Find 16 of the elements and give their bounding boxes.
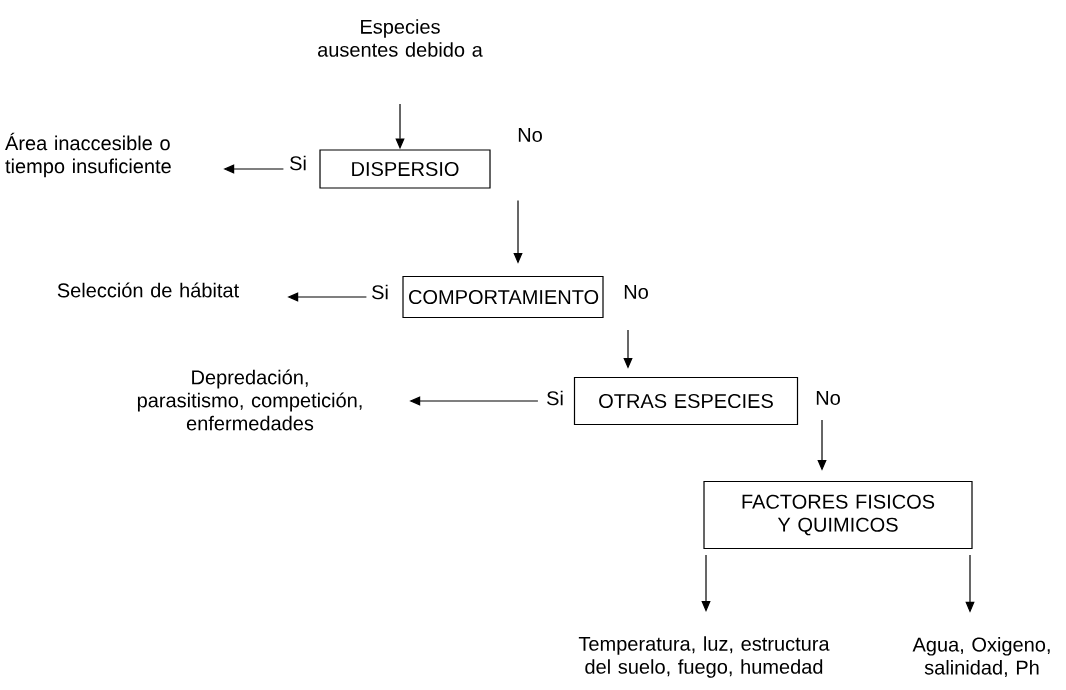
outcome-text: Selección de hábitat: [57, 282, 239, 298]
process-box: FACTORES FISICOS Y QUIMICOS: [703, 480, 973, 550]
edge-label: No: [814, 390, 842, 406]
edge-label: Si: [545, 389, 565, 407]
edge-label: No: [516, 127, 544, 143]
outcome-text: Área inaccesible o tiempo insuficiente: [5, 132, 171, 178]
process-box: OTRAS ESPECIES: [573, 376, 799, 426]
outcome-text: Depredación, parasitismo, competición, enfermedades: [137, 369, 362, 431]
process-box: DISPERSIO: [319, 149, 491, 189]
edge-label: No: [622, 284, 650, 300]
outcome-text: Temperatura, luz, estructura del suelo, fuego, humedad: [578, 636, 830, 678]
process-box: COMPORTAMIENTO: [402, 275, 604, 319]
edge-label: Si: [370, 283, 390, 301]
outcome-text: Agua, Oxigeno, salinidad, Ph: [912, 636, 1050, 677]
outcome-text: Especies ausentes debido a: [318, 19, 483, 57]
edge-label: Si: [288, 154, 308, 172]
